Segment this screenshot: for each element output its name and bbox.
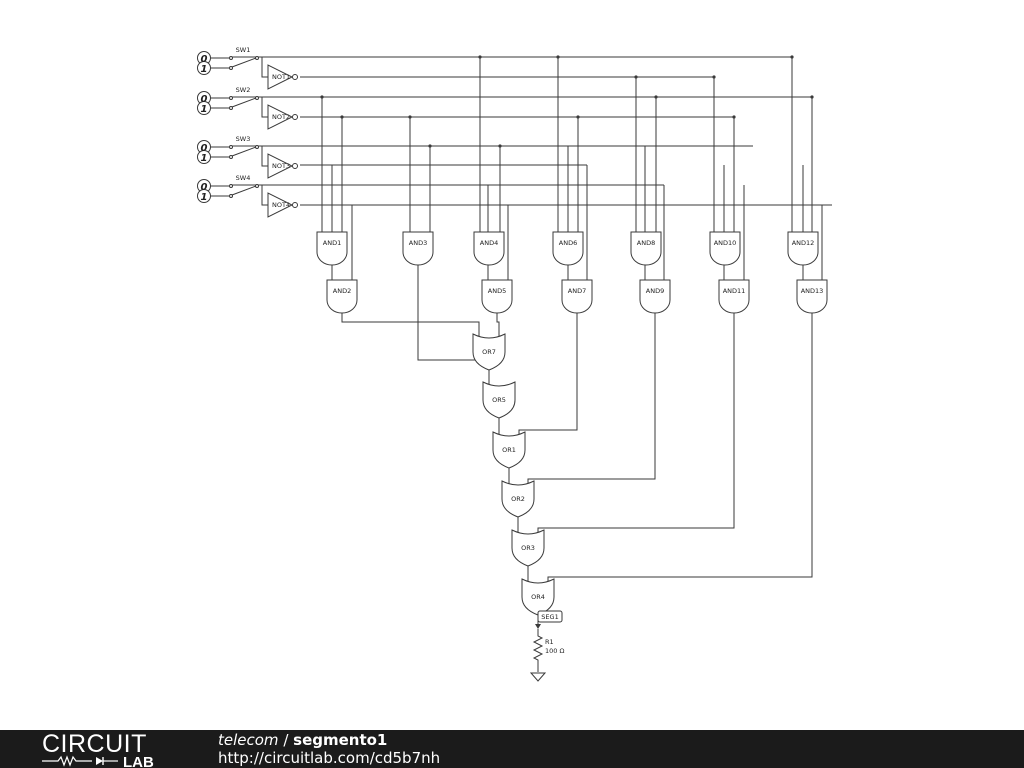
and-gate-and4: AND4 — [473, 231, 505, 266]
and-gate-and1: AND1 — [316, 231, 348, 266]
or-gate-label: OR1 — [502, 446, 516, 454]
or-gate-or7: OR7 — [472, 333, 506, 371]
segment-seg1: SEG1 — [535, 610, 563, 629]
or-gate-or5: OR5 — [482, 381, 516, 419]
and-gate-label: AND11 — [723, 287, 746, 295]
footer-bar: CIRCUIT LAB telecom / segmento1 http://c… — [0, 730, 1024, 768]
and-gate-label: AND12 — [792, 239, 815, 247]
or-gate-label: OR4 — [531, 593, 545, 601]
or-gate-label: OR5 — [492, 396, 506, 404]
logic-0-label: 0 — [201, 143, 208, 154]
switch-label: SW3 — [236, 135, 251, 143]
and-gate-and10: AND10 — [709, 231, 741, 266]
and-gate-label: AND1 — [323, 239, 341, 247]
switch-label: SW1 — [236, 46, 251, 54]
owner-link[interactable]: telecom — [218, 731, 279, 749]
logic-1-label: 1 — [201, 64, 208, 75]
switch-label: SW2 — [236, 86, 251, 94]
logic-0-label: 0 — [201, 182, 208, 193]
not-gate-3: NOT3 — [267, 153, 298, 179]
circuit-name[interactable]: segmento1 — [293, 731, 388, 749]
switch-3[interactable]: 01 SW3 — [197, 135, 263, 164]
resistor-value: 100 Ω — [545, 647, 564, 655]
logo-circuit-text: CIRCUIT — [42, 732, 147, 758]
or-gate-or2: OR2 — [501, 480, 535, 518]
logic-0-label: 0 — [201, 54, 208, 65]
switch-label: SW4 — [236, 174, 251, 182]
not-gate-label: NOT4 — [272, 201, 290, 209]
and-gate-and13: AND13 — [796, 279, 828, 314]
and-gate-and8: AND8 — [630, 231, 662, 266]
switch-4[interactable]: 01 SW4 — [197, 174, 263, 203]
and-gate-and3: AND3 — [402, 231, 434, 266]
not-gate-2: NOT2 — [267, 104, 298, 130]
or-gate-or4: OR4 — [521, 578, 555, 616]
logic-1-label: 1 — [201, 104, 208, 115]
circuit-url[interactable]: http://circuitlab.com/cd5b7nh — [218, 749, 441, 767]
ground-icon — [529, 672, 547, 682]
and-gate-and7: AND7 — [561, 279, 593, 314]
and-gate-and9: AND9 — [639, 279, 671, 314]
not-gate-label: NOT1 — [272, 73, 290, 81]
not-gate-label: NOT3 — [272, 162, 290, 170]
logic-0-label: 0 — [201, 94, 208, 105]
and-gate-label: AND6 — [559, 239, 577, 247]
circuitlab-logo[interactable]: CIRCUIT LAB — [40, 732, 180, 768]
and-gate-label: AND10 — [714, 239, 737, 247]
circuit-schematic: 01SW1NOT101SW2NOT201SW3NOT301SW4NOT4AND1… — [197, 46, 832, 682]
or-gate-label: OR3 — [521, 544, 535, 552]
switch-2[interactable]: 01 SW2 — [197, 86, 263, 115]
or-gate-label: OR2 — [511, 495, 525, 503]
logic-1-label: 1 — [201, 153, 208, 164]
logo-lab-text: LAB — [123, 754, 154, 768]
switch-1[interactable]: 01 SW1 — [197, 46, 263, 75]
and-gate-label: AND9 — [646, 287, 664, 295]
or-gate-or3: OR3 — [511, 529, 545, 567]
not-gate-label: NOT2 — [272, 113, 290, 121]
or-gate-or1: OR1 — [492, 431, 526, 469]
resistor-label: R1 — [545, 638, 554, 646]
circuit-title: telecom / segmento1 — [218, 731, 387, 749]
not-gate-1: NOT1 — [267, 64, 298, 90]
and-gate-and2: AND2 — [326, 279, 358, 314]
not-gate-4: NOT4 — [267, 192, 298, 218]
title-separator: / — [278, 731, 294, 749]
and-gate-label: AND2 — [333, 287, 351, 295]
and-gate-label: AND7 — [568, 287, 586, 295]
and-gate-label: AND13 — [801, 287, 824, 295]
and-gate-and12: AND12 — [787, 231, 819, 266]
or-gate-label: OR7 — [482, 348, 496, 356]
and-gate-and6: AND6 — [552, 231, 584, 266]
segment-label: SEG1 — [541, 613, 558, 621]
and-gate-label: AND8 — [637, 239, 655, 247]
and-gate-and5: AND5 — [481, 279, 513, 314]
and-gate-label: AND4 — [480, 239, 498, 247]
and-gate-label: AND3 — [409, 239, 427, 247]
logo-diode-icon — [96, 757, 103, 765]
and-gate-label: AND5 — [488, 287, 506, 295]
logic-1-label: 1 — [201, 192, 208, 203]
logo-resistor-icon — [42, 755, 92, 767]
and-gate-and11: AND11 — [718, 279, 750, 314]
